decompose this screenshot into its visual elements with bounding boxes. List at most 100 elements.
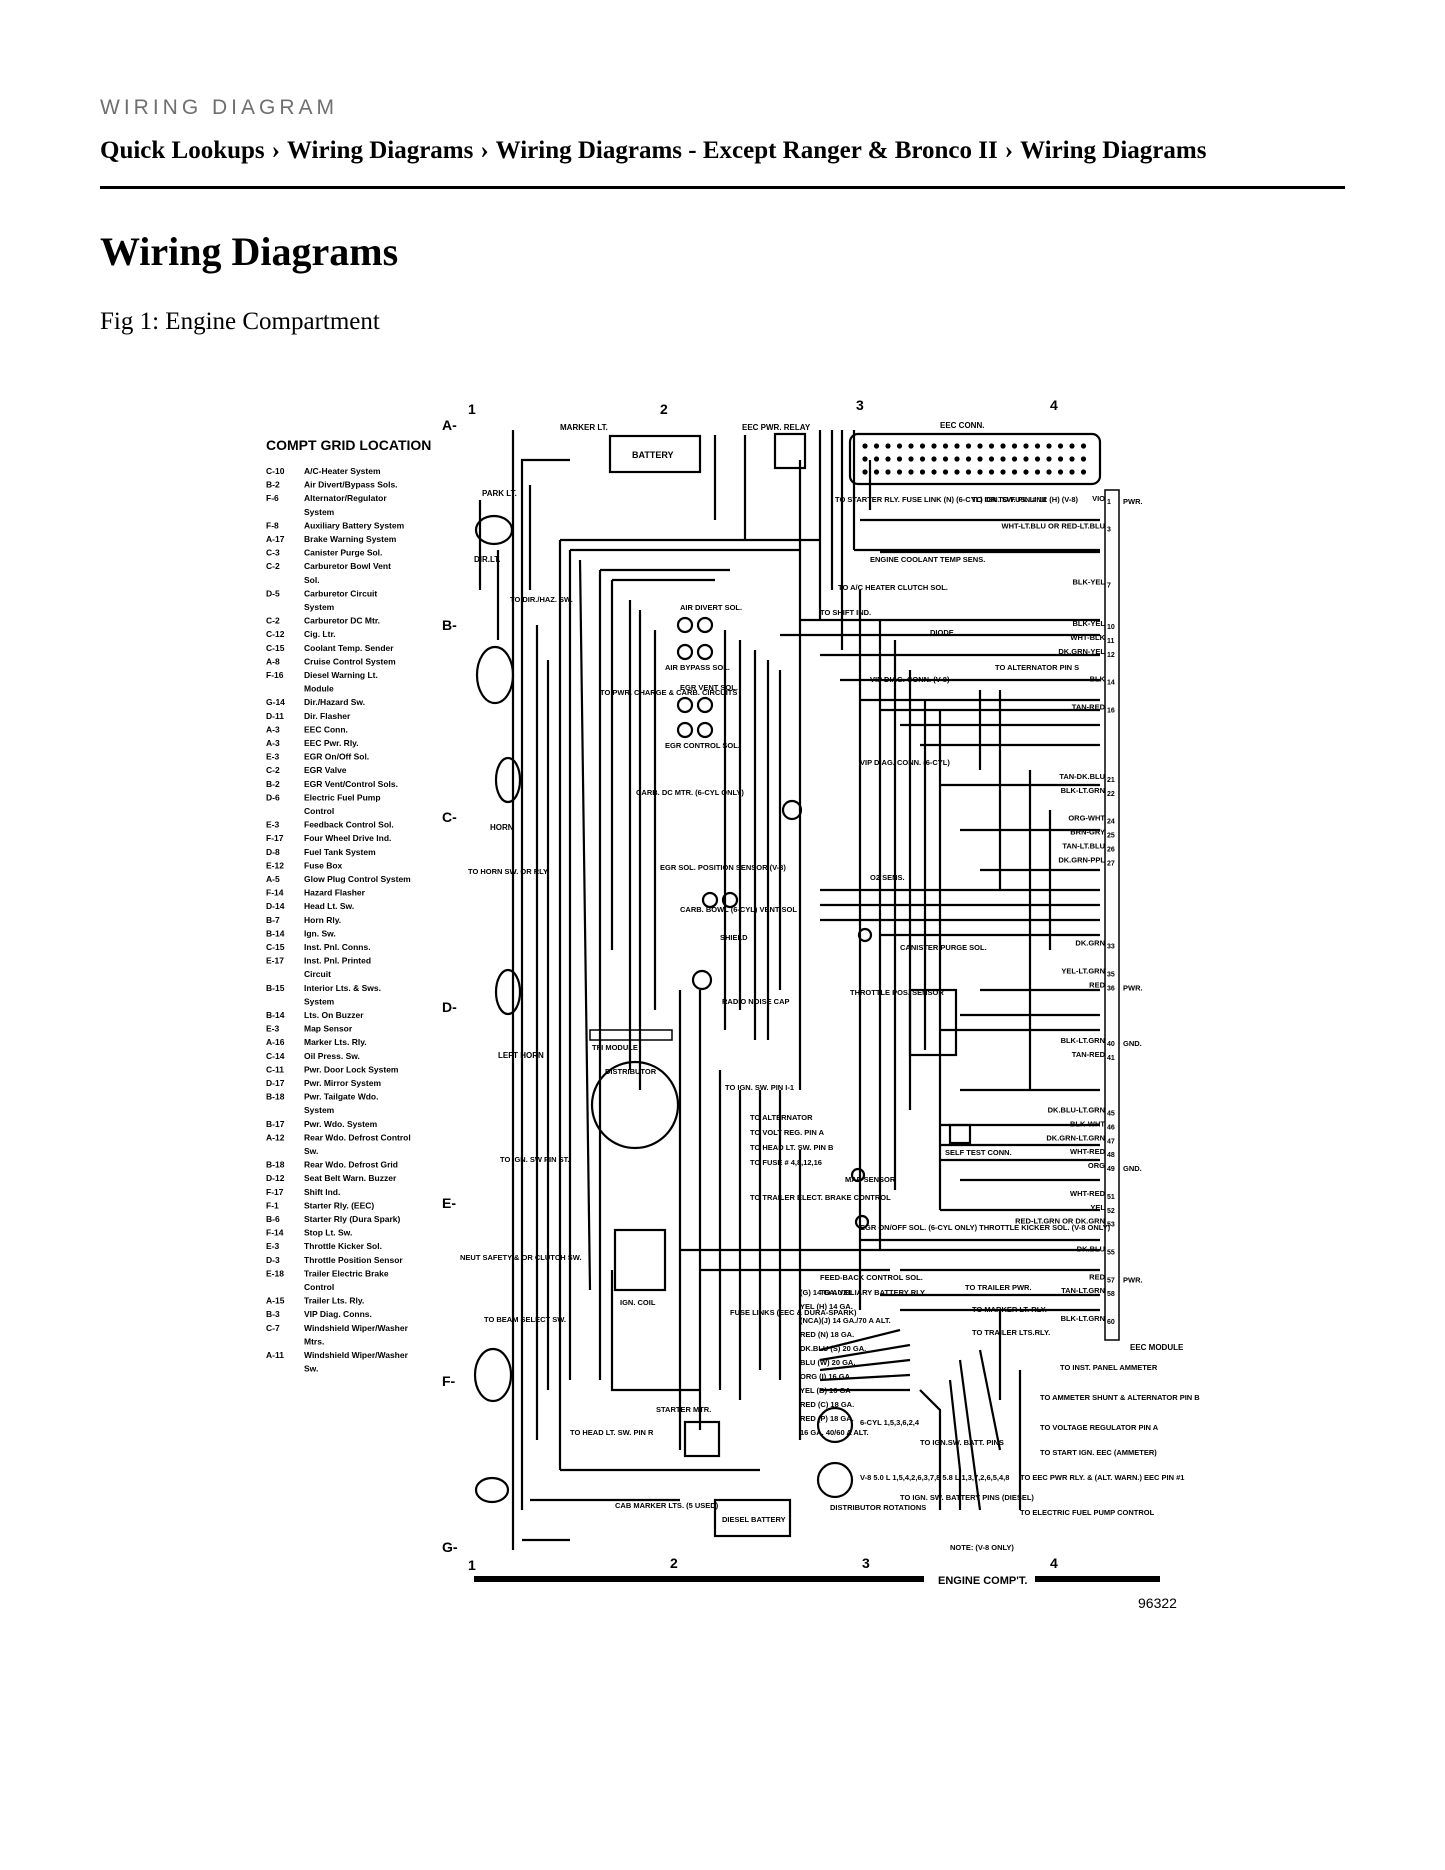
shield-label: SHIELD <box>720 933 748 942</box>
legend-code: C-15 <box>266 942 285 952</box>
dest-ign-sw-batt-pins: TO IGN.SW. BATT. PINS <box>920 1438 1004 1447</box>
eec-pin-number: 25 <box>1107 833 1115 840</box>
eec-pin-wire: DK.BLU <box>1077 1245 1105 1254</box>
ac-heater-clutch-label: TO A/C HEATER CLUTCH SOL. <box>838 583 948 592</box>
eec-pin-wire: BRN-GRY <box>1070 828 1105 837</box>
legend-code: B-14 <box>266 1010 285 1020</box>
legend-name: Diesel Warning Lt. <box>304 670 378 680</box>
eec-pin-dot <box>1080 456 1087 462</box>
eec-pin-number: 12 <box>1107 652 1115 659</box>
grid-row-b: B- <box>442 617 457 633</box>
dest-neut-safety: NEUT SAFETY & OR CLUTCH SW. <box>460 1253 582 1262</box>
eec-pin-dot <box>1080 469 1087 475</box>
legend-code: D-8 <box>266 847 280 857</box>
dest-dir-haz-sw: TO DIR./HAZ. SW. <box>510 595 573 604</box>
starter-mtr-label: STARTER MTR. <box>656 1405 711 1414</box>
legend-name-cont: System <box>304 1105 335 1115</box>
eec-conn-label: EEC CONN. <box>940 421 984 430</box>
dir-lt-label: DIR.LT. <box>474 555 501 564</box>
eec-connector <box>848 432 1102 486</box>
grid-col-3: 3 <box>856 397 864 413</box>
eec-pin-dot <box>1046 443 1052 449</box>
eec-pin-dot <box>862 469 868 475</box>
eec-pin-number: 36 <box>1107 985 1115 992</box>
legend-code: F-16 <box>266 670 284 680</box>
legend-code: D-17 <box>266 1078 285 1088</box>
legend-code: E-3 <box>266 752 280 762</box>
eec-pin-number: 3 <box>1107 527 1111 534</box>
eec-pin-note: GND. <box>1123 1164 1142 1173</box>
legend-code: A-17 <box>266 534 285 544</box>
legend-code: E-17 <box>266 956 284 966</box>
self-test-conn-label: SELF TEST CONN. <box>945 1148 1012 1157</box>
starter-mtr-symbol <box>683 1420 721 1458</box>
fuse-link-wire: DK.BLU (S) 20 GA. <box>800 1344 866 1353</box>
air-divert-sol-label: AIR DIVERT SOL. <box>680 603 742 612</box>
horn-label: HORN <box>490 823 514 832</box>
dest-ign-sw-pin12: TO IGN. SW. PIN # 12 <box>972 495 1047 504</box>
eec-pin-dot <box>1034 443 1041 449</box>
legend-code: C-10 <box>266 466 285 476</box>
eec-module-label: EEC MODULE <box>1130 1343 1184 1352</box>
breadcrumb-item-quick-lookups[interactable]: Quick Lookups <box>100 137 265 164</box>
legend-code: E-12 <box>266 860 284 870</box>
eec-pin-wire: TAN-LT.GRN <box>1061 1286 1105 1295</box>
eec-pin-number: 11 <box>1107 638 1115 645</box>
eec-pin-wire: BLK-YEL <box>1073 619 1106 628</box>
breadcrumb-item-wiring-diagrams[interactable]: Wiring Diagrams <box>287 137 474 164</box>
lamp-shapes <box>473 514 522 1504</box>
legend-name-cont: Sol. <box>304 575 320 585</box>
eec-pin-number: 60 <box>1107 1319 1115 1326</box>
eec-pin-dot <box>1034 469 1041 475</box>
eec-pin-dot <box>1080 443 1087 449</box>
legend-name: Cig. Ltr. <box>304 629 336 639</box>
grid-col-4-bottom: 4 <box>1050 1555 1058 1571</box>
legend-name: Pwr. Tailgate Wdo. <box>304 1092 378 1102</box>
legend-code: B-15 <box>266 983 285 993</box>
eec-pin-wire: VIO <box>1092 494 1105 503</box>
eec-pin-number: 21 <box>1107 777 1115 784</box>
eec-pin-number: 10 <box>1107 624 1115 631</box>
eec-pin-dot <box>1000 469 1006 475</box>
eec-connector-pins <box>862 443 1087 475</box>
eec-pin-wire: DK.BLU-LT.GRN <box>1048 1106 1105 1115</box>
eec-pin-wire: WHT-LT.BLU OR RED-LT.BLU <box>1002 522 1105 531</box>
feedback-control-sol-label: FEED-BACK CONTROL SOL. <box>820 1273 923 1282</box>
eec-pin-dot <box>1034 456 1041 462</box>
eec-pin-dot <box>988 456 995 462</box>
breadcrumb-separator: › <box>480 137 489 164</box>
legend-code: D-14 <box>266 901 285 911</box>
vip-diag-6cyl-label: VIP DIAG. CONN. (6-CYL) <box>860 758 950 767</box>
legend-code: C-7 <box>266 1323 280 1333</box>
distributor-symbol <box>590 1060 680 1150</box>
legend-name: EEC Conn. <box>304 724 348 734</box>
legend-code: A-8 <box>266 656 280 666</box>
eec-pin-wire: TAN-RED <box>1072 702 1106 711</box>
o2-sens-label: O2 SENS. <box>870 873 905 882</box>
eec-pin-dot <box>942 443 949 449</box>
eec-pin-number: 45 <box>1107 1111 1115 1118</box>
eec-pin-dot <box>862 456 868 462</box>
grid-row-g: G- <box>442 1539 458 1555</box>
eec-pin-dot <box>988 469 995 475</box>
legend-name: Pwr. Door Lock System <box>304 1064 399 1074</box>
legend-name: Inst. Pnl. Printed <box>304 956 371 966</box>
dest-starter-rly: TO STARTER RLY. FUSE LINK (N) (6-CYL) OR… <box>835 495 1079 504</box>
eec-pin-note: PWR. <box>1123 983 1143 992</box>
dest-inst-panel-ammeter: TO INST. PANEL AMMETER <box>1060 1363 1158 1372</box>
eec-pin-dot <box>931 443 937 449</box>
eec-pin-wire: TAN-LT.BLU <box>1062 841 1105 850</box>
self-test-conn-symbol <box>948 1123 972 1145</box>
eec-pin-wire: YEL-LT.GRN <box>1061 967 1105 976</box>
legend-code: C-15 <box>266 643 285 653</box>
breadcrumb-item-except-ranger[interactable]: Wiring Diagrams - Except Ranger & Bronco… <box>495 137 998 164</box>
legend-title: COMPT GRID LOCATION <box>266 437 431 453</box>
legend-name: Cruise Control System <box>304 656 396 666</box>
eec-pin-dot <box>885 456 891 462</box>
legend-name: Horn Rly. <box>304 915 341 925</box>
solenoid-circles <box>676 616 873 1230</box>
fuse-link-wire: BLU (W) 20 GA. <box>800 1358 855 1367</box>
legend-code: A-12 <box>266 1132 285 1142</box>
legend-code: F-17 <box>266 1187 284 1197</box>
